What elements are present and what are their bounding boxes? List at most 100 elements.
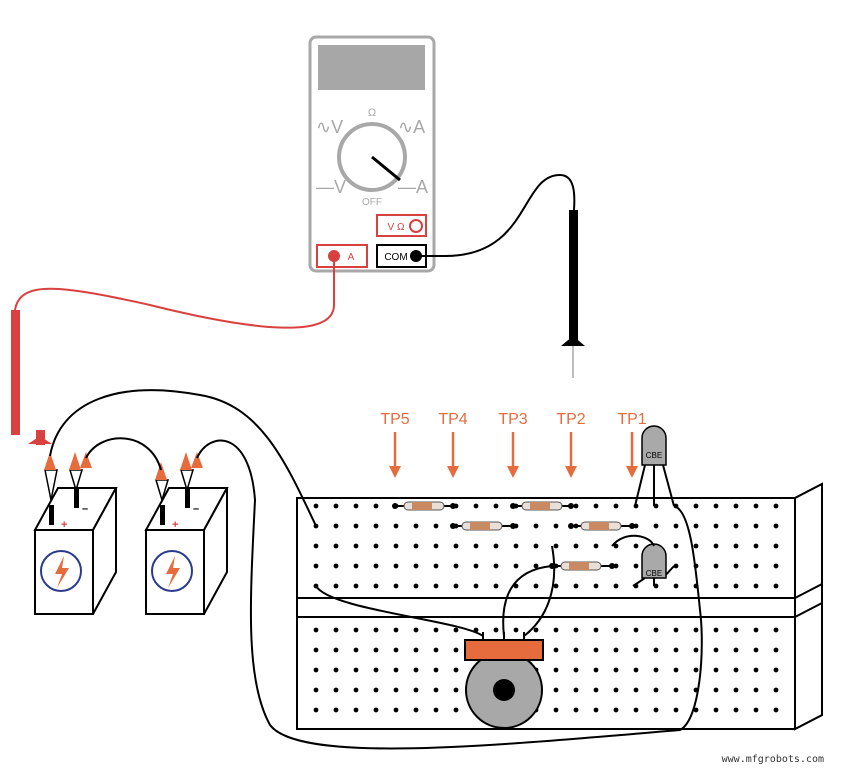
clip-b1-minus[interactable] [68,452,92,493]
breadboard-hole[interactable] [733,563,739,569]
breadboard-hole[interactable] [633,627,639,633]
breadboard-hole[interactable] [453,543,459,549]
breadboard-hole[interactable] [333,707,339,713]
breadboard-hole[interactable] [693,647,699,653]
breadboard-hole[interactable] [733,707,739,713]
breadboard-hole[interactable] [513,543,519,549]
breadboard-hole[interactable] [693,523,699,529]
breadboard-hole[interactable] [433,627,439,633]
breadboard-hole[interactable] [373,583,379,589]
breadboard-hole[interactable] [733,543,739,549]
red-probe-handle[interactable] [11,310,20,435]
breadboard-hole[interactable] [773,583,779,589]
breadboard-hole[interactable] [753,503,759,509]
breadboard-hole[interactable] [593,707,599,713]
breadboard-hole[interactable] [693,627,699,633]
breadboard-hole[interactable] [773,627,779,633]
breadboard-hole[interactable] [313,707,319,713]
breadboard-hole[interactable] [533,627,539,633]
breadboard-hole[interactable] [753,687,759,693]
breadboard-hole[interactable] [413,543,419,549]
breadboard-hole[interactable] [493,583,499,589]
breadboard-hole[interactable] [373,563,379,569]
breadboard-hole[interactable] [513,583,519,589]
breadboard-hole[interactable] [393,563,399,569]
breadboard-hole[interactable] [353,563,359,569]
breadboard-hole[interactable] [713,543,719,549]
breadboard-hole[interactable] [313,503,319,509]
breadboard-hole[interactable] [353,543,359,549]
breadboard-hole[interactable] [733,687,739,693]
breadboard-hole[interactable] [753,583,759,589]
breadboard-hole[interactable] [353,687,359,693]
breadboard-hole[interactable] [433,563,439,569]
breadboard-hole[interactable] [313,647,319,653]
breadboard-hole[interactable] [453,707,459,713]
breadboard-hole[interactable] [413,667,419,673]
breadboard-hole[interactable] [693,667,699,673]
breadboard-hole[interactable] [313,667,319,673]
breadboard-hole[interactable] [713,707,719,713]
breadboard-hole[interactable] [553,523,559,529]
breadboard-hole[interactable] [553,647,559,653]
breadboard-hole[interactable] [353,523,359,529]
breadboard-hole[interactable] [413,523,419,529]
breadboard-hole[interactable] [713,583,719,589]
breadboard-hole[interactable] [613,583,619,589]
breadboard-hole[interactable] [633,543,639,549]
breadboard-hole[interactable] [353,583,359,589]
breadboard-hole[interactable] [373,667,379,673]
breadboard-hole[interactable] [633,647,639,653]
breadboard-hole[interactable] [573,707,579,713]
amp-jack[interactable] [316,244,368,268]
breadboard-hole[interactable] [753,667,759,673]
breadboard-hole[interactable] [573,543,579,549]
breadboard-hole[interactable] [313,687,319,693]
clip-b2-minus[interactable] [179,452,203,493]
breadboard-hole[interactable] [573,687,579,693]
breadboard-hole[interactable] [393,523,399,529]
breadboard-hole[interactable] [613,687,619,693]
breadboard-hole[interactable] [773,647,779,653]
breadboard-hole[interactable] [493,503,499,509]
breadboard-hole[interactable] [593,503,599,509]
breadboard-hole[interactable] [673,563,679,569]
breadboard-hole[interactable] [693,503,699,509]
breadboard-hole[interactable] [673,523,679,529]
breadboard-hole[interactable] [513,627,519,633]
breadboard-hole[interactable] [753,627,759,633]
breadboard-hole[interactable] [653,647,659,653]
breadboard-hole[interactable] [373,647,379,653]
breadboard-hole[interactable] [713,627,719,633]
breadboard-hole[interactable] [453,647,459,653]
breadboard-hole[interactable] [613,667,619,673]
breadboard-hole[interactable] [673,667,679,673]
breadboard-hole[interactable] [333,503,339,509]
breadboard-hole[interactable] [573,503,579,509]
breadboard-hole[interactable] [473,543,479,549]
breadboard-hole[interactable] [313,563,319,569]
breadboard-hole[interactable] [713,563,719,569]
breadboard-hole[interactable] [433,583,439,589]
breadboard-hole[interactable] [753,707,759,713]
breadboard-hole[interactable] [493,563,499,569]
breadboard-hole[interactable] [593,543,599,549]
breadboard-hole[interactable] [413,563,419,569]
breadboard-hole[interactable] [693,707,699,713]
breadboard-hole[interactable] [633,667,639,673]
breadboard-hole[interactable] [393,707,399,713]
breadboard-hole[interactable] [553,667,559,673]
breadboard-hole[interactable] [493,543,499,549]
breadboard-hole[interactable] [613,563,619,569]
breadboard-hole[interactable] [753,543,759,549]
breadboard-hole[interactable] [613,543,619,549]
breadboard-hole[interactable] [713,687,719,693]
breadboard-hole[interactable] [653,667,659,673]
breadboard-hole[interactable] [533,543,539,549]
breadboard-hole[interactable] [413,647,419,653]
breadboard-hole[interactable] [353,707,359,713]
breadboard-hole[interactable] [333,647,339,653]
breadboard-hole[interactable] [653,627,659,633]
breadboard-hole[interactable] [613,647,619,653]
breadboard-hole[interactable] [593,687,599,693]
